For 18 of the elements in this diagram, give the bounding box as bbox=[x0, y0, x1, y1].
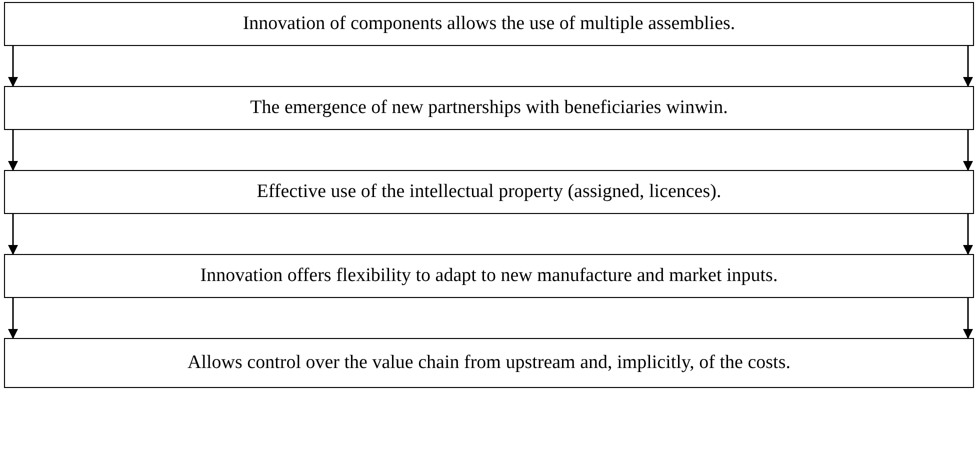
arrow bbox=[963, 130, 973, 171]
box-text: Effective use of the intellectual property (assigned, licences). bbox=[256, 181, 722, 203]
box-text: The emergence of new partnerships with beneficiaries winwin. bbox=[250, 97, 728, 119]
process-box bbox=[4, 2, 974, 46]
arrow bbox=[963, 214, 973, 255]
box-text: Innovation of components allows the use of multiple assemblies. bbox=[242, 13, 736, 35]
process-box bbox=[4, 338, 974, 388]
arrow bbox=[8, 46, 18, 87]
arrow bbox=[963, 46, 973, 87]
process-box bbox=[4, 170, 974, 214]
process-box bbox=[4, 86, 974, 130]
box-text: Innovation offers flexibility to adapt to new manufacture and market inputs. bbox=[200, 265, 778, 287]
arrow bbox=[8, 214, 18, 255]
process-box bbox=[4, 254, 974, 298]
box-text: Allows control over the value chain from upstream and, implicitly, of the costs. bbox=[188, 352, 790, 374]
arrow bbox=[8, 298, 18, 339]
arrow bbox=[963, 298, 973, 339]
arrow bbox=[8, 130, 18, 171]
